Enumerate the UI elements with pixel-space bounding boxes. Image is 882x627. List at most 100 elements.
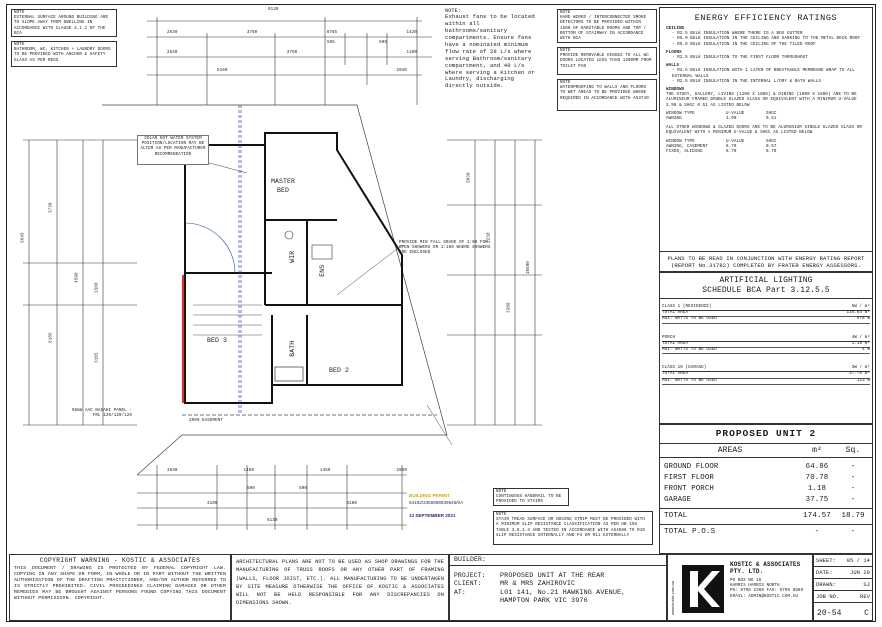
row-label: TOTAL AREA	[662, 311, 689, 316]
dim-label: 2630	[167, 31, 178, 35]
room-master-bed: MASTER BED	[271, 177, 295, 195]
header-sq: Sq.	[845, 446, 861, 455]
note-text: PROVIDE REMOVABLE HINGES TO ALL WC DOORS…	[560, 54, 652, 69]
item-text: R2.5 BULK INSULATION WITH 1 LAYER OF BRE…	[672, 69, 855, 79]
table-header: U-VALUE	[726, 139, 745, 144]
dim-label: 3100	[207, 502, 218, 506]
row-value: 37.75 m²	[849, 372, 870, 377]
table-cell: AWNING	[666, 117, 682, 122]
row-label: FRONT PORCH	[664, 485, 714, 493]
table-header: U-VALUE	[726, 111, 745, 116]
door-swing	[184, 222, 236, 274]
sheet-label: SHEET:	[816, 557, 837, 564]
room-bath: BATH	[289, 340, 297, 357]
dim-label: 2540	[167, 51, 178, 55]
row-label: Max. WATTS TO BE USED	[662, 348, 717, 353]
rev-label: REV	[859, 593, 870, 600]
lighting-title: ARTIFICIAL LIGHTING	[719, 276, 813, 285]
section-item: - R2.5 BULK INSULATION WITH 1 LAYER OF B…	[672, 69, 855, 79]
dim-label: 500	[299, 487, 307, 491]
table-header: SHGC	[766, 139, 777, 144]
company-details: PO BOX NO 16 HARRIS HARRIS NORTH PH: 979…	[730, 579, 812, 600]
company-detail: PO BOX NO 16	[730, 579, 762, 583]
energy-efficiency-panel: ENERGY EFFICIENCY RATINGS CEILING - R2.5…	[659, 7, 873, 272]
bottom-dims-row2: 500 500	[247, 487, 307, 492]
room-ens: ENS	[319, 264, 327, 277]
dim-label: 3730	[49, 202, 54, 213]
dim-label: 6185	[49, 332, 54, 343]
bath-tub	[274, 366, 304, 382]
dim-label: 595	[327, 41, 335, 45]
copyright-box: COPYRIGHT WARNING - KOSTIC & ASSOCIATES …	[9, 554, 231, 621]
note-text: Exhaust fans to be located within all ba…	[445, 13, 535, 90]
windows-text: THE STUDY, GALLERY, LIVING (1200 X 1800)…	[666, 93, 857, 108]
row-label: GROUND FLOOR	[664, 463, 719, 471]
section-heading: WALLS	[666, 64, 680, 69]
bottom-dims-row3: 3100 3100	[207, 502, 357, 507]
group-label: CLASS 1 (RESIDENCE)	[662, 305, 712, 309]
easement-label: 2000 EASEMENT	[189, 419, 223, 423]
note-title: NOTE:	[445, 8, 462, 14]
row-sq: -	[850, 463, 856, 471]
copyright-title: COPYRIGHT WARNING - KOSTIC & ASSOCIATES	[39, 557, 201, 564]
room-bed2: BED 2	[329, 367, 350, 374]
dim-label: 4590	[75, 272, 80, 283]
pos-m2: -	[814, 528, 820, 536]
item-text: R2.5 BULK INSULATION IN THE INTERNAL L/D…	[677, 79, 821, 84]
section-item: - R5.0 BULK INSULATION IN THE CEILING OF…	[672, 42, 816, 47]
row-value: 4 W	[862, 348, 870, 353]
permit-date: 13 SEPTEMBER 2021	[409, 513, 456, 518]
section-item: - R2.5 BULK INSULATION IN THE INTERNAL L…	[672, 79, 821, 84]
dim-label: 5830	[467, 172, 472, 183]
address-line-2: HAMPTON PARK VIC 3976	[500, 597, 588, 606]
section-heading: WINDOWS	[666, 88, 685, 93]
item-text: R5.0 BULK INSULATION IN THE CEILING AND …	[677, 37, 861, 42]
row-label: GARAGE	[664, 496, 692, 504]
sheet-info-box: SHEET:05 / 14 DATE:JUN 20 DRAWN:SJ JOB N…	[813, 554, 873, 621]
table-cell: 6.70	[726, 144, 737, 149]
vanity	[311, 244, 333, 260]
window-table-2: WINDOW TYPE U-VALUE SHGC AWNING, CASEMEN…	[666, 140, 866, 156]
drawn-value: SJ	[863, 581, 870, 588]
note-text: CONTINUOUS HANDRAIL TO BE PROVIDED TO ST…	[496, 495, 562, 505]
dim-label: 1450	[320, 469, 331, 473]
lighting-subtitle: SCHEDULE BCA Part 3.12.5.5	[702, 286, 830, 295]
proposed-unit-panel: PROPOSED UNIT 2 AREAS m² Sq. GROUND FLOO…	[659, 424, 873, 554]
company-detail: PH: 9796 2360 FAX: 9796 8689	[730, 589, 804, 594]
dim-label: 1500	[95, 282, 100, 293]
energy-section-walls: WALLS - R2.5 BULK INSULATION WITH 1 LAYE…	[666, 64, 866, 85]
dim-label: 9130	[268, 8, 279, 12]
client-name: MR & MRS ZAHIROVIC	[500, 580, 576, 589]
table-header: WINDOW TYPE	[666, 139, 695, 144]
dim-label: 3380	[507, 302, 512, 313]
website-text: www.kostic.com.au	[670, 580, 675, 615]
table-cell: FIXED, SLIDING	[666, 150, 703, 155]
site-boundary	[102, 104, 448, 476]
note-text: HARD WIRED / INTERCONNECTED SMOKE DETECT…	[560, 16, 647, 42]
sheet-value: 05 / 14	[846, 557, 870, 564]
row-m2: 37.75	[805, 496, 829, 504]
item-text: R2.5 BULK INSULATION TO THE FIRST FLOOR …	[677, 56, 808, 61]
row-sq: -	[850, 496, 856, 504]
energy-title: ENERGY EFFICIENCY RATINGS	[694, 13, 838, 23]
dim-label: 1100	[406, 51, 417, 55]
sheet-row: SHEET: 05 / 14	[814, 555, 872, 567]
note-title: NOTE	[14, 11, 25, 15]
dim-label: 2040	[396, 69, 407, 73]
architectural-note-box: ARCHITECTURAL PLANS ARE NOT TO BE USED A…	[231, 554, 449, 621]
note-stair-tread: NOTE STAIR TREAD SURFACE OR NOSING STRIP…	[493, 511, 653, 545]
note-title: NOTE	[496, 513, 507, 517]
row-m2: 70.78	[805, 474, 829, 482]
table-cell: 0.70	[766, 150, 777, 155]
table-cell: 3.90	[726, 117, 737, 122]
address-line-1: L01 141, No.21 HAWKING AVENUE,	[500, 588, 626, 597]
energy-section-windows: WINDOWS THE STUDY, GALLERY, LIVING (1200…	[666, 88, 866, 155]
date-label: DATE:	[816, 569, 833, 576]
table-cell: 6.70	[726, 150, 737, 155]
table-cell: 0.57	[766, 144, 777, 149]
